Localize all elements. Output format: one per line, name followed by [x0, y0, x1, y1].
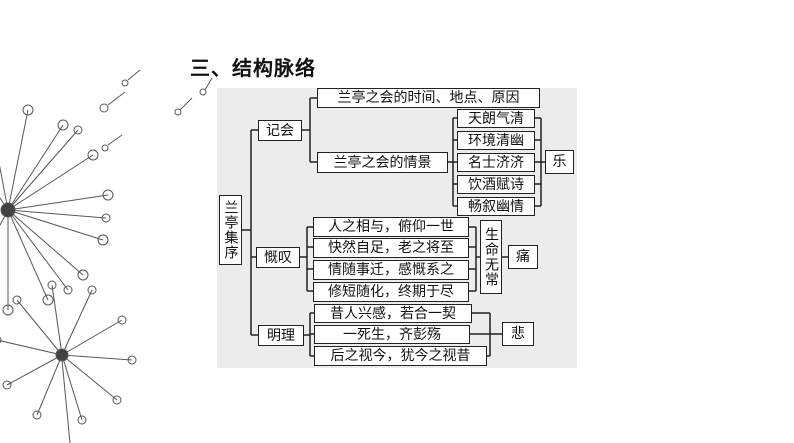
- section-heading: 三、结构脉络: [190, 56, 316, 80]
- scene-item-2: 环境清幽: [457, 131, 535, 150]
- scene-item-1: 天朗气清: [457, 109, 535, 128]
- result-bei: 悲: [502, 322, 534, 346]
- gankai-item-1: 人之相与，俯仰一世: [313, 217, 469, 237]
- branch-gankai: 慨叹: [256, 247, 300, 268]
- scene-item-4: 饮酒赋诗: [457, 175, 535, 194]
- life-impermanence-node: 生命无常: [480, 220, 502, 294]
- gankai-item-2: 快然自足，老之将至: [313, 238, 469, 258]
- jihui-item-2: 兰亭之会的情景: [317, 152, 448, 173]
- mingli-item-3: 后之视今，犹今之视昔: [314, 346, 487, 366]
- branch-mingli: 明理: [258, 325, 304, 346]
- result-tong: 痛: [508, 245, 538, 269]
- branch-jihui: 记会: [258, 120, 302, 141]
- gankai-item-3: 情随事迁，感慨系之: [313, 260, 469, 280]
- gankai-item-4: 修短随化，终期于尽: [313, 282, 469, 302]
- mingli-item-2: 一死生，齐彭殇: [314, 325, 470, 344]
- scene-item-5: 畅叙幽情: [457, 197, 535, 216]
- scene-item-3: 名士济济: [457, 153, 535, 172]
- root-node: 兰亭集序: [219, 195, 242, 265]
- jihui-item-1: 兰亭之会的时间、地点、原因: [317, 88, 540, 108]
- mingli-item-1: 昔人兴感，若合一契: [314, 304, 472, 323]
- result-le: 乐: [545, 150, 574, 174]
